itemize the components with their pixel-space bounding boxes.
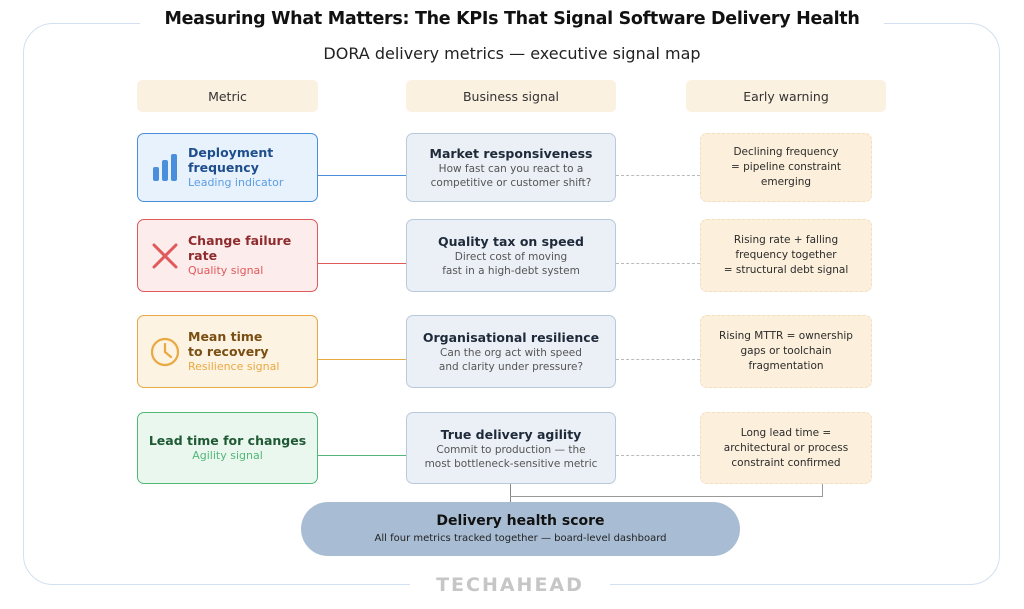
signal-desc-line2: and clarity under pressure? (438, 361, 584, 373)
signal-card-quality-tax: Quality tax on speed Direct cost of movi… (406, 219, 616, 292)
dashed-connector (616, 175, 700, 176)
page-title: Measuring What Matters: The KPIs That Si… (164, 9, 860, 29)
signal-desc-line2: competitive or customer shift? (430, 177, 592, 189)
warning-line2: = pipeline constraint (730, 161, 841, 173)
delivery-health-score: Delivery health score All four metrics t… (301, 502, 740, 556)
column-header-business-signal: Business signal (406, 80, 616, 112)
dashed-connector (616, 263, 700, 264)
connector-line (318, 175, 406, 176)
metric-card-mean-time-to-recovery: Mean time to recovery Resilience signal (137, 315, 318, 388)
metric-name: Mean time (188, 329, 263, 344)
dashed-connector (616, 455, 700, 456)
brand-logo: TECHAHEAD (436, 574, 584, 596)
warning-line2: frequency together (735, 249, 837, 261)
signal-title: Organisational resilience (422, 330, 600, 345)
metric-subtitle: Quality signal (188, 264, 264, 277)
signal-title: Market responsiveness (429, 146, 593, 161)
signal-title: True delivery agility (440, 426, 582, 442)
metric-card-lead-time-for-changes: Lead time for changes Agility signal (137, 412, 318, 484)
signal-desc-line2: most bottleneck-sensitive metric (424, 457, 598, 470)
signal-desc-line1: Commit to production — the (436, 443, 586, 456)
brand-mask (410, 574, 610, 596)
metric-name: Change failure rate (188, 233, 292, 263)
signal-desc-line2: fast in a high-debt system (442, 265, 580, 277)
warning-line3: = structural debt signal (723, 264, 849, 276)
clock-icon (150, 337, 180, 366)
metric-name-line2: to recovery (188, 344, 269, 359)
warning-card: Rising MTTR = ownership gaps or toolchai… (700, 315, 872, 388)
connector-line (318, 263, 406, 264)
metric-card-change-failure-rate: Change failure rate Quality signal (137, 219, 318, 292)
warning-line3: fragmentation (748, 360, 824, 372)
bar-chart-icon (153, 153, 177, 181)
score-connector-horizontal (510, 496, 823, 497)
connector-line (318, 455, 406, 456)
dashed-connector (616, 359, 700, 360)
warning-line1: Declining frequency (733, 146, 839, 158)
warning-line2: gaps or toolchain (740, 345, 832, 357)
signal-title: Quality tax on speed (438, 234, 584, 249)
connector-line (318, 359, 406, 360)
warning-card: Long lead time = architectural or proces… (700, 412, 872, 484)
signal-card-market-responsiveness: Market responsiveness How fast can you r… (406, 133, 616, 202)
signal-card-organisational-resilience: Organisational resilience Can the org ac… (406, 315, 616, 388)
metric-subtitle: Leading indicator (188, 176, 284, 189)
column-header-early-warning: Early warning (686, 80, 886, 112)
signal-desc-line1: Direct cost of moving (454, 251, 568, 263)
metric-name: Lead time for changes (148, 433, 307, 448)
score-title: Delivery health score (436, 513, 605, 529)
x-cross-icon (152, 243, 178, 268)
metric-subtitle: Agility signal (192, 449, 263, 462)
warning-line1: Rising MTTR = ownership (719, 330, 853, 342)
signal-desc-line1: How fast can you react to a (438, 163, 584, 175)
score-connector-vertical (510, 484, 511, 502)
metric-subtitle: Resilience signal (188, 360, 280, 373)
signal-desc-line1: Can the org act with speed (440, 347, 582, 359)
metric-name-line2: frequency (188, 160, 259, 175)
warning-line3: constraint confirmed (731, 456, 841, 469)
metric-name: Deployment (188, 145, 274, 160)
signal-card-true-delivery-agility: True delivery agility Commit to producti… (406, 412, 616, 484)
page-subtitle: DORA delivery metrics — executive signal… (323, 44, 701, 63)
warning-line1: Rising rate + falling (733, 234, 839, 246)
warning-line2: architectural or process (723, 441, 849, 454)
column-header-metric: Metric (137, 80, 318, 112)
warning-line3: emerging (760, 176, 812, 188)
title-mask (140, 8, 884, 38)
metric-card-deployment-frequency: Deployment frequency Leading indicator (137, 133, 318, 202)
warning-line1: Long lead time = (740, 426, 832, 439)
score-connector-right (822, 484, 823, 497)
score-subtitle: All four metrics tracked together — boar… (374, 533, 667, 544)
warning-card: Declining frequency = pipeline constrain… (700, 133, 872, 202)
warning-card: Rising rate + falling frequency together… (700, 219, 872, 292)
